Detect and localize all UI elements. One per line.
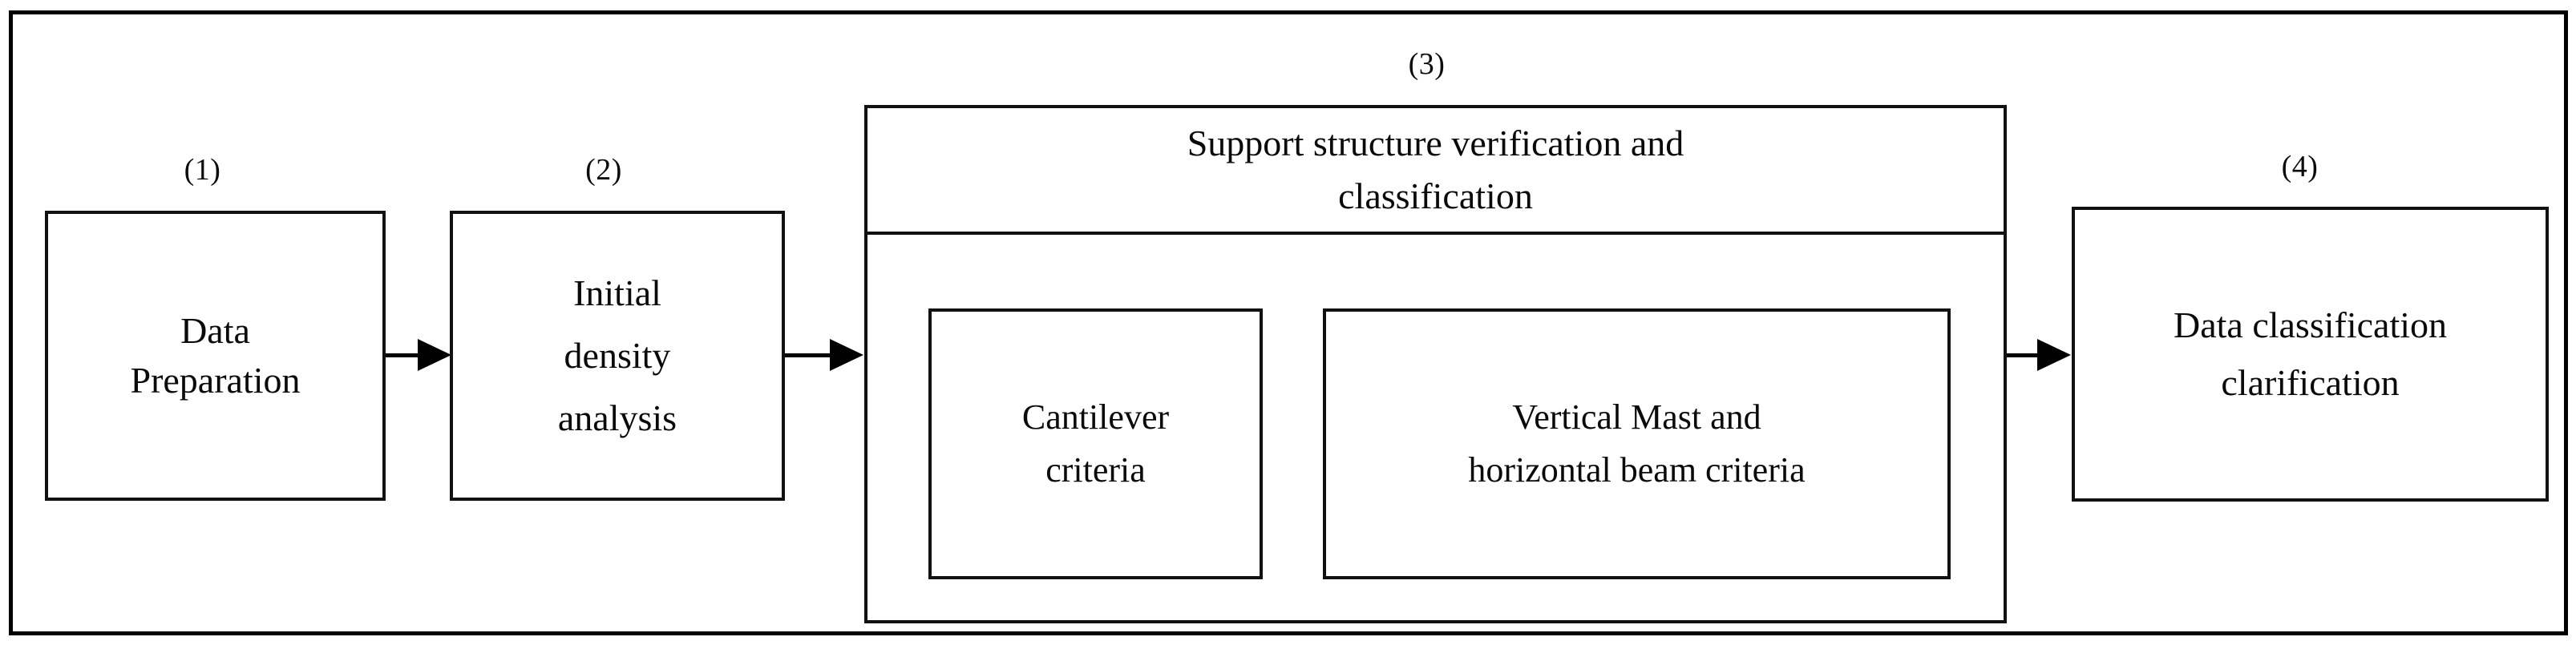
process-box-label-data-preparation: Data Preparation xyxy=(130,310,301,401)
process-box-label-data-classification-clarification: Data classification clarification xyxy=(2173,304,2448,403)
arrow-head xyxy=(2037,339,2071,371)
arrow-head xyxy=(830,339,863,371)
arrow-step3-to-step4-icon xyxy=(2007,339,2073,371)
arrow-shaft xyxy=(386,353,421,357)
subprocess-box-cantilever-criteria[interactable]: Cantilever criteria xyxy=(928,308,1263,579)
subprocess-label-cantilever-criteria: Cantilever criteria xyxy=(1021,397,1170,490)
arrow-step2-to-step3-icon xyxy=(785,339,865,371)
step-label-3: (3) xyxy=(1408,47,1446,81)
process-group-header: Support structure verification and class… xyxy=(867,108,2004,235)
subprocess-box-vertical-mast-horizontal-beam-criteria[interactable]: Vertical Mast and horizontal beam criter… xyxy=(1323,308,1951,579)
step-label-4: (4) xyxy=(2281,150,2319,183)
subprocess-label-vertical-mast-horizontal-beam-criteria: Vertical Mast and horizontal beam criter… xyxy=(1468,397,1806,490)
process-group-title-support-structure-verification: Support structure verification and class… xyxy=(1187,123,1684,216)
process-box-data-preparation[interactable]: Data Preparation xyxy=(45,211,386,501)
arrow-head xyxy=(418,339,451,371)
step-label-1: (1) xyxy=(184,153,221,187)
process-box-initial-density-analysis[interactable]: Initial density analysis xyxy=(450,211,785,501)
process-box-label-initial-density-analysis: Initial density analysis xyxy=(557,272,677,438)
arrow-step1-to-step2-icon xyxy=(386,339,451,371)
arrow-shaft xyxy=(785,353,833,357)
step-label-2: (2) xyxy=(585,153,622,187)
process-group-body: Cantilever criteria Vertical Mast and ho… xyxy=(867,235,2004,620)
arrow-shaft xyxy=(2007,353,2040,357)
process-box-data-classification-clarification[interactable]: Data classification clarification xyxy=(2072,207,2549,502)
process-group-support-structure-verification[interactable]: Support structure verification and class… xyxy=(864,105,2007,623)
diagram-outer-frame: (1) Data Preparation (2) Initial density… xyxy=(9,10,2568,635)
